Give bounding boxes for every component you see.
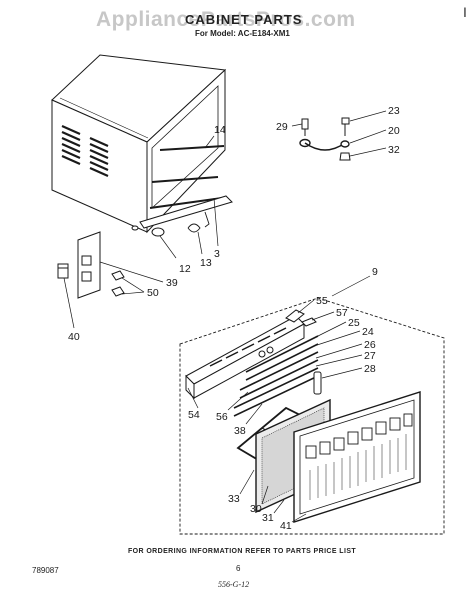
callout-50: 50 [147,287,159,299]
page-code: 556-G-12 [218,580,250,589]
model-label: For Model: AC-E184-XM1 [195,29,290,38]
callout-30: 30 [250,503,262,515]
control-housing [185,315,305,400]
control-bracket [57,231,125,299]
callout-32: 32 [388,144,400,156]
louver-set [233,335,319,417]
callout-labels: 14 3 12 13 29 23 20 32 39 50 40 9 55 57 … [68,105,400,532]
cabinet-shell [51,54,233,237]
callout-33: 33 [228,493,240,505]
wire-clip [187,211,210,233]
callout-38: 38 [234,425,246,437]
front-panel-assembly-outline [179,297,445,535]
pivot-pin [313,371,322,395]
document-number: 789087 [32,566,59,575]
corner-mark: I [463,4,467,20]
watermark: AppliancePartsPros.com [96,8,356,31]
callout-57: 57 [336,307,348,319]
leader-lines [63,110,387,523]
callout-39: 39 [166,277,178,289]
callout-31: 31 [262,512,274,524]
callout-14: 14 [214,124,226,136]
callout-41: 41 [280,520,292,532]
callout-40: 40 [68,331,80,343]
callout-3: 3 [214,248,220,260]
front-grille [293,391,421,523]
callout-29: 29 [276,121,288,133]
page-title: CABINET PARTS [185,12,303,27]
page-number: 6 [236,564,241,573]
callout-28: 28 [364,363,376,375]
callout-12: 12 [179,263,191,275]
grounding-strap-hardware [299,117,351,161]
ordering-note: FOR ORDERING INFORMATION REFER TO PARTS … [128,548,357,555]
callout-20: 20 [388,125,400,137]
callout-55: 55 [316,295,328,307]
callout-23: 23 [388,105,400,117]
callout-27: 27 [364,350,376,362]
callout-13: 13 [200,257,212,269]
callout-24: 24 [362,326,374,338]
callout-9: 9 [372,266,378,278]
callout-25: 25 [348,317,360,329]
callout-56: 56 [216,411,228,423]
callout-26: 26 [364,339,376,351]
callout-54: 54 [188,409,200,421]
